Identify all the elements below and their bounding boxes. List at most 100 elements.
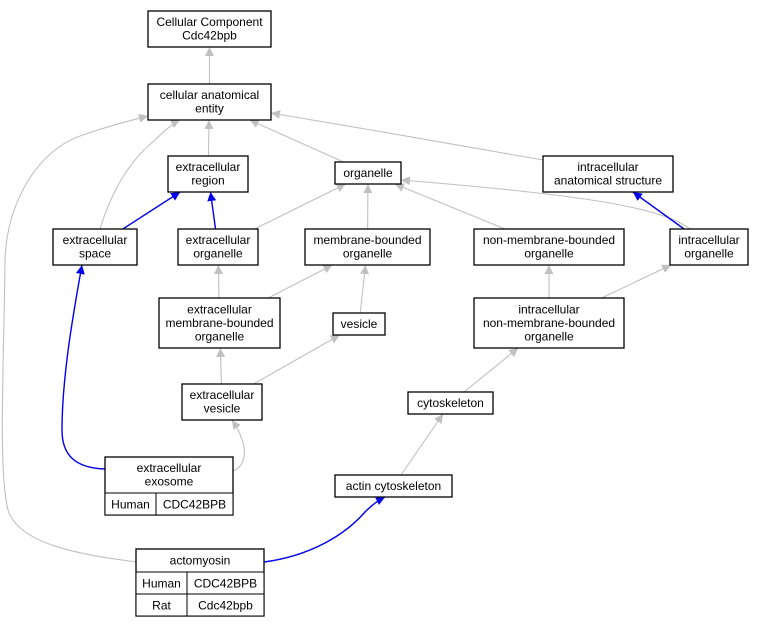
- node-box: [473, 297, 625, 349]
- species-label: Human: [111, 498, 150, 512]
- node-label-line: cellular anatomical: [160, 88, 259, 102]
- node-label-line: extracellular: [137, 461, 202, 475]
- node-box: [158, 297, 281, 349]
- node-label-line: non-membrane-bounded: [483, 233, 615, 247]
- edge-extracellular-space-to-extracellular-region: [122, 191, 181, 230]
- node-label-line: vesicle: [341, 317, 378, 331]
- node-label-line: extracellular: [63, 233, 128, 247]
- node-label-line: organelle: [524, 247, 574, 261]
- edge-layer: [1, 47, 691, 563]
- annotation-row-human: Human CDC42BPB: [135, 571, 265, 595]
- edge-intracellular-non-membrane-bounded-organelle-to-intracellular-organelle: [601, 264, 672, 299]
- edge-extracellular-exosome-to-extracellular-vesicle: [231, 419, 245, 472]
- species-label: Rat: [152, 599, 171, 613]
- edge-actomyosin-to-actin-cytoskeleton: [263, 496, 386, 563]
- node-box: [669, 228, 749, 266]
- node-box: [167, 155, 249, 193]
- node-label-line: space: [79, 247, 111, 261]
- node-label-line: vesicle: [204, 402, 241, 416]
- edge-non-membrane-bounded-organelle-to-organelle: [394, 183, 506, 230]
- node-label-line: organelle: [343, 166, 393, 180]
- gene-label: CDC42BPB: [163, 498, 226, 512]
- node-label-line: membrane-bounded: [165, 316, 273, 330]
- node-box: [52, 228, 138, 266]
- node-label-line: actomyosin: [170, 553, 231, 567]
- node-cytoskeleton[interactable]: cytoskeleton: [407, 391, 494, 415]
- node-label-line: non-membrane-bounded: [483, 316, 615, 330]
- node-label-line: entity: [195, 102, 224, 116]
- node-label-line: anatomical structure: [554, 174, 662, 188]
- edge-cytoskeleton-to-intracellular-non-membrane-bounded-organelle: [463, 347, 519, 393]
- node-box: [407, 391, 494, 415]
- edge-intracellular-anatomical-structure-to-cellular-anatomical-entity: [270, 110, 544, 161]
- node-vesicle[interactable]: vesicle: [332, 312, 386, 336]
- gene-cell: [155, 492, 234, 516]
- node-organelle[interactable]: organelle: [334, 161, 402, 185]
- gene-cell: [186, 593, 265, 617]
- edge-extracellular-vesicle-to-extracellular-membrane-bounded-organelle: [216, 347, 226, 385]
- node-label-line: organelle: [684, 247, 734, 261]
- edge-extracellular-organelle-to-extracellular-region: [207, 191, 217, 230]
- edge-intracellular-organelle-to-organelle: [400, 176, 691, 230]
- node-label-line: exosome: [145, 475, 194, 489]
- node-intracellular-non-membrane-bounded-organelle[interactable]: intracellularnon-membrane-boundedorganel…: [473, 297, 625, 349]
- node-actin-cytoskeleton[interactable]: actin cytoskeleton: [334, 474, 453, 498]
- node-label-line: organelle: [524, 329, 574, 343]
- node-label-line: extracellular: [186, 233, 251, 247]
- node-label-line: actin cytoskeleton: [346, 479, 441, 493]
- edge-extracellular-region-to-cellular-anatomical-entity: [204, 119, 214, 157]
- node-label-line: extracellular: [190, 388, 255, 402]
- species-label: Human: [142, 577, 181, 591]
- annotation-row-rat: Rat Cdc42bpb: [135, 593, 265, 617]
- node-box: [147, 83, 272, 121]
- node-label-line: intracellular: [678, 233, 739, 247]
- node-label-line: extracellular: [187, 302, 252, 316]
- node-label-line: cytoskeleton: [417, 396, 484, 410]
- edge-extracellular-vesicle-to-vesicle: [253, 334, 340, 385]
- edge-vesicle-to-membrane-bounded-organelle: [359, 264, 369, 314]
- node-label-line: organelle: [195, 329, 245, 343]
- edge-extracellular-membrane-bounded-organelle-to-extracellular-organelle: [214, 264, 224, 299]
- node-box: [177, 228, 259, 266]
- node-label-line: Cdc42bpb: [182, 29, 237, 43]
- node-label-line: membrane-bounded: [313, 233, 421, 247]
- node-label-line: intracellular: [577, 160, 638, 174]
- gene-label: CDC42BPB: [194, 577, 257, 591]
- edge-extracellular-exosome-to-extracellular-space: [61, 264, 106, 470]
- edge-actin-cytoskeleton-to-cytoskeleton: [400, 413, 444, 476]
- gene-label: Cdc42bpb: [198, 599, 253, 613]
- node-label-line: Cellular Component: [156, 15, 263, 29]
- node-box: [473, 228, 625, 266]
- annotation-row-human: Human CDC42BPB: [104, 492, 234, 516]
- node-label-line: organelle: [193, 247, 243, 261]
- node-label-line: extracellular: [176, 160, 241, 174]
- edge-organelle-to-cellular-anatomical-entity: [249, 119, 344, 163]
- node-box: [332, 312, 386, 336]
- edge-actomyosin-to-cellular-anatomical-entity: [1, 113, 149, 563]
- edge-extracellular-organelle-to-organelle: [254, 183, 346, 230]
- edge-extracellular-space-to-cellular-anatomical-entity: [99, 119, 181, 230]
- node-box: [542, 155, 674, 193]
- node-label-line: region: [191, 174, 224, 188]
- edge-intracellular-organelle-to-intracellular-anatomical-structure: [632, 191, 685, 230]
- node-box: [334, 474, 453, 498]
- node-label-line: intracellular: [518, 302, 579, 316]
- edge-extracellular-membrane-bounded-organelle-to-membrane-bounded-organelle: [267, 264, 333, 299]
- node-box: [334, 161, 402, 185]
- node-box: [181, 383, 263, 421]
